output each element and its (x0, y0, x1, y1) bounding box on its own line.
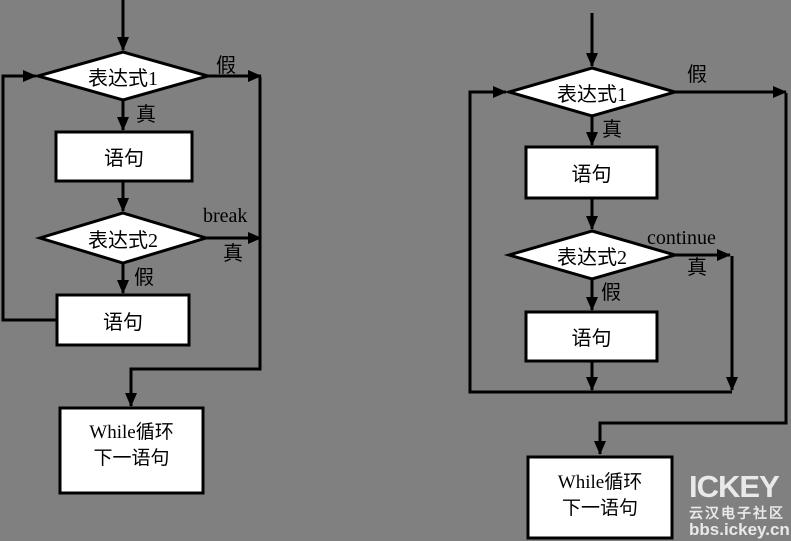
decision1-label: 表达式1 (557, 83, 627, 106)
continue-keyword-label: continue (647, 227, 716, 249)
decision2-true-label: 真 (223, 243, 243, 265)
statement1-label: 语句 (104, 148, 144, 170)
ickey-logo: ICKEY (689, 469, 780, 504)
statement2-box (55, 293, 191, 347)
decision1-false-label: 假 (687, 64, 707, 86)
exit-box-label: While循环 下一语句 (528, 457, 672, 538)
statement1-box (54, 130, 194, 183)
exit-box-line1: While循环 (557, 471, 643, 493)
exit-box (526, 455, 674, 540)
watermark-site-url: bbs.ickey.cn (689, 520, 790, 539)
decision1-diamond (503, 66, 681, 118)
statement1-label: 语句 (571, 164, 612, 186)
decision2-false-label: 假 (601, 282, 621, 304)
decision2-diamond (503, 229, 681, 281)
decision1-label: 表达式1 (88, 67, 158, 90)
decision1-true-label: 真 (136, 104, 156, 126)
break-flow-shapes (32, 50, 214, 495)
exit-box-line2: 下一语句 (93, 447, 170, 469)
decision1-true-label: 真 (602, 119, 622, 141)
exit-box-line2: 下一语句 (561, 497, 638, 519)
continue-flow-connectors (468, 13, 788, 455)
loop-back-path (1, 70, 57, 322)
statement2-box (524, 310, 659, 363)
statement2-label: 语句 (103, 311, 143, 334)
break-keyword-label: break (203, 205, 248, 227)
continue-flow-shapes (503, 66, 681, 540)
decision1-false-label: 假 (216, 55, 236, 77)
watermark-community-text: 云汉电子社区 (689, 505, 785, 521)
exit-box-label: While循环 下一语句 (60, 408, 203, 493)
decision1-diamond (32, 50, 214, 102)
statement1-box (524, 145, 659, 200)
decision2-true-label: 真 (687, 257, 707, 279)
exit-path (125, 77, 262, 407)
decision2-false-label: 假 (134, 267, 154, 289)
break-flow-connectors (1, 0, 262, 407)
decision2-label: 表达式2 (88, 229, 158, 252)
exit-path (594, 93, 788, 455)
loop-back-path (468, 86, 732, 394)
statement2-label: 语句 (571, 328, 612, 350)
decision2-label: 表达式2 (557, 246, 627, 269)
exit-box (58, 406, 205, 495)
exit-box-line1: While循环 (89, 421, 174, 443)
decision2-diamond (34, 211, 212, 265)
